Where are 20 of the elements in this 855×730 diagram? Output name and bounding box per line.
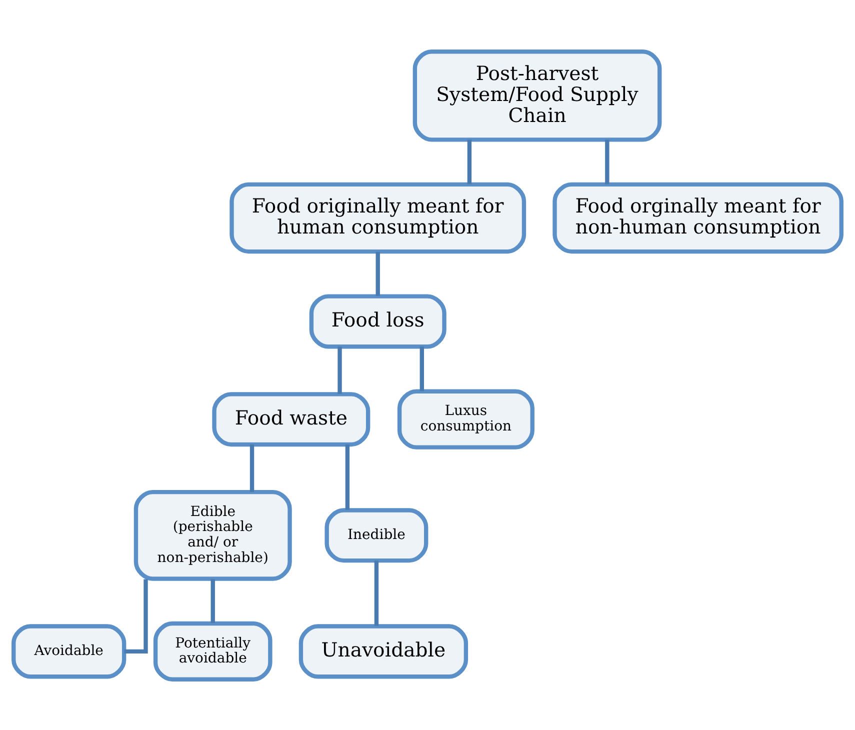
connector — [374, 560, 379, 626]
connector — [376, 251, 380, 296]
connector — [467, 139, 472, 184]
connector — [338, 346, 342, 394]
node-box: Post-harvest System/Food Supply Chain — [412, 49, 662, 142]
connector — [420, 346, 424, 391]
node-box: Food originally meant for human consumption — [230, 182, 526, 254]
connector — [605, 139, 610, 184]
connector — [250, 444, 254, 492]
node-box: Food loss — [309, 294, 446, 348]
node-box: Food waste — [212, 392, 370, 446]
node-box: Unavoidable — [298, 624, 468, 678]
node-box: Inedible — [324, 508, 428, 562]
node-box: Potentially avoidable — [153, 620, 272, 681]
connector — [345, 444, 350, 510]
node-box: Food orginally meant for non-human consumption — [552, 182, 844, 254]
connector — [210, 578, 215, 622]
node-box: Edible (perishable and/ or non-perishable) — [134, 489, 292, 580]
node-box: Luxus consumption — [397, 388, 534, 449]
node-box: Avoidable — [12, 624, 126, 678]
